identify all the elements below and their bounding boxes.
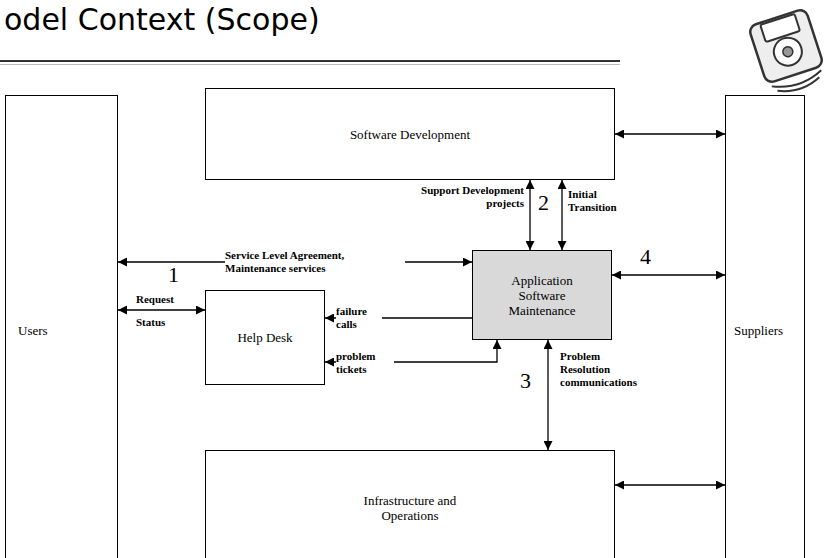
connector-arrow [615, 133, 725, 134]
title-rule [0, 60, 620, 62]
edge-label: Initial Transition [568, 188, 638, 214]
edge-label: Service Level Agreement, Maintenance ser… [225, 249, 405, 275]
edge-label: Request [136, 293, 196, 306]
callout-number: 1 [168, 262, 179, 287]
connector-arrow [118, 309, 205, 310]
connector-arrow [612, 274, 725, 275]
edge-label: Support Development projects [399, 184, 524, 210]
process-box: Infrastructure and Operations [205, 450, 615, 558]
actor-box: Suppliers [725, 95, 805, 558]
node-text: Application Software Maintenance [500, 273, 584, 318]
edge-label: failure calls [336, 305, 382, 331]
edge-label: Problem Resolution communications [560, 350, 652, 389]
node-text: Suppliers [734, 323, 783, 338]
node-text: Infrastructure and Operations [355, 493, 465, 523]
page-title: odel Context (Scope) [4, 2, 320, 37]
process-box: Help Desk [205, 290, 325, 385]
actor-box: Users [5, 95, 118, 558]
flow-label: Status [136, 315, 165, 329]
connector-arrow [561, 180, 562, 250]
callout-number: 2 [538, 190, 549, 215]
connector-arrow [615, 484, 725, 485]
disk-clipart [748, 8, 828, 98]
node-text: Software Development [350, 127, 470, 142]
callout-number: 3 [520, 368, 531, 393]
connector-arrow [547, 340, 548, 450]
process-box: Software Development [205, 88, 615, 180]
node-text: Help Desk [237, 330, 292, 345]
node-text: Users [18, 323, 48, 338]
title-rule-shadow [0, 64, 620, 65]
callout-number: 4 [640, 244, 651, 269]
edge-label: problem tickets [336, 350, 394, 376]
focus-box: Application Software Maintenance [472, 250, 612, 340]
connector-arrow [529, 180, 530, 250]
